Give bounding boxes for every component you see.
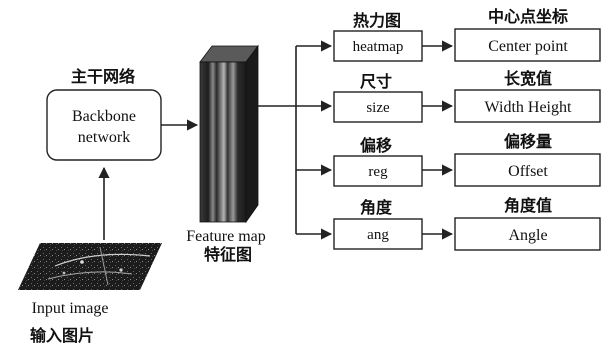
branch-heatmap: 热力图 heatmap 中心点坐标 Center point: [296, 7, 600, 61]
head-label-cn: 偏移: [360, 136, 392, 155]
output-label: Width Height: [485, 99, 572, 116]
feature-map-label-cn: 特征图: [204, 245, 252, 264]
backbone-box: [47, 90, 161, 160]
output-label: Angle: [508, 227, 547, 244]
feature-map-block: [200, 46, 258, 222]
head-name: ang: [367, 227, 389, 243]
output-label-cn: 长宽值: [504, 69, 552, 88]
head-label-cn: 角度: [360, 198, 393, 217]
branch-size: 尺寸 size 长宽值 Width Height: [296, 69, 600, 122]
output-label-cn: 中心点坐标: [488, 7, 568, 26]
head-name: reg: [368, 164, 388, 180]
backbone-label-line1: Backbone: [72, 108, 136, 125]
input-image: [18, 243, 162, 290]
input-image-label-cn: 输入图片: [30, 326, 94, 345]
branch-ang: 角度 ang 角度值 Angle: [296, 196, 600, 250]
feature-map-label: Feature map: [186, 228, 266, 245]
output-label: Offset: [508, 163, 548, 180]
output-label: Center point: [488, 38, 568, 55]
head-name: size: [366, 100, 390, 116]
head-name: heatmap: [353, 39, 404, 55]
head-label-cn: 热力图: [353, 11, 401, 30]
input-image-label: Input image: [32, 300, 109, 317]
output-label-cn: 角度值: [504, 196, 552, 215]
head-label-cn: 尺寸: [360, 72, 392, 91]
backbone-title: 主干网络: [71, 67, 135, 86]
output-label-cn: 偏移量: [504, 132, 552, 151]
branch-reg: 偏移 reg 偏移量 Offset: [296, 132, 600, 186]
backbone-label-line2: network: [78, 129, 130, 146]
